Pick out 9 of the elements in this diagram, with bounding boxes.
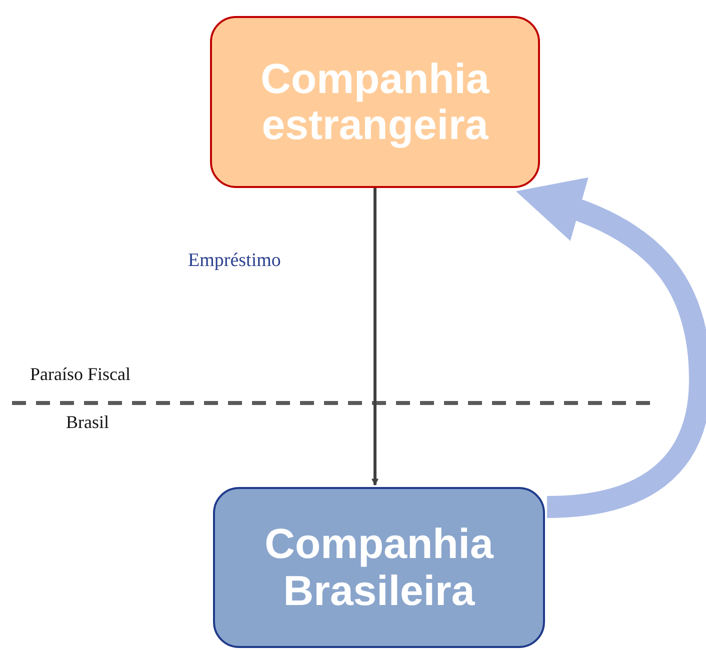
box-title: Companhia Brasileira [264,521,495,614]
rounded-box [213,487,545,648]
region-label: Paraíso Fiscal [30,364,130,385]
edge-label: Empréstimo [186,250,283,272]
curved-arrow [516,178,706,518]
arrow [372,188,378,486]
rounded-box [210,16,540,188]
region-label: Brasil [66,412,109,433]
box-title: Companhia estrangeira [260,56,491,148]
